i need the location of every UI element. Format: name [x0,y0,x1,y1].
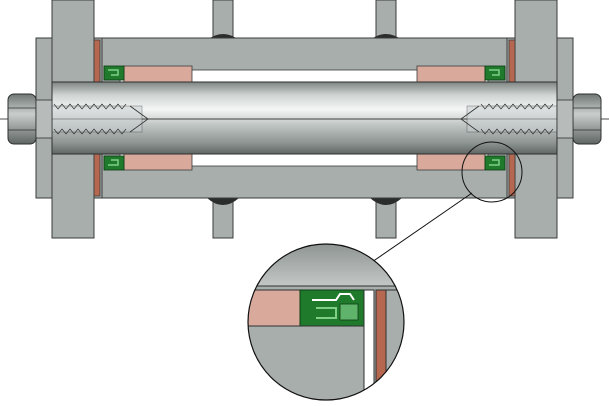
left-bolt-head [7,93,53,145]
detail-marker-circle [461,141,523,203]
top-links [207,0,402,41]
seals [103,65,506,171]
detail-zoom-view [247,243,405,401]
right-threaded-bore [460,103,558,135]
washer-detail [375,289,387,400]
bottom-links [207,197,402,239]
shaft [0,81,609,155]
detail-leader-line [371,192,473,263]
right-bolt-head [556,93,602,145]
bushings [123,65,486,171]
left-threaded-bore [51,103,149,135]
